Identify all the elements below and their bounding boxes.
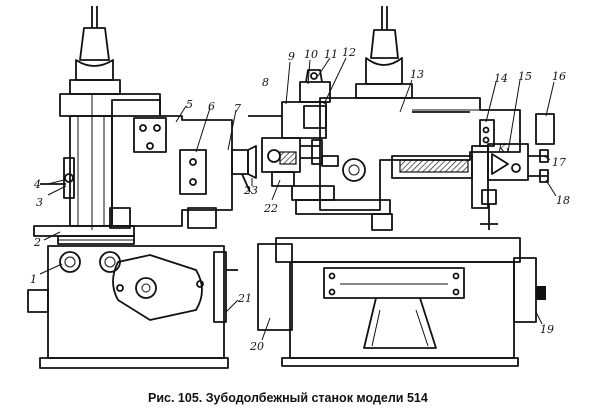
callout-17: 17 bbox=[552, 156, 566, 169]
callout-19: 19 bbox=[540, 323, 554, 336]
right-upper-housing bbox=[319, 97, 521, 211]
callout-18: 18 bbox=[556, 194, 570, 207]
left-column bbox=[40, 115, 113, 227]
left-bed bbox=[27, 245, 238, 369]
callout-7: 7 bbox=[234, 102, 241, 115]
callout-8: 8 bbox=[262, 76, 269, 89]
leader-lines bbox=[39, 57, 557, 341]
callout-9: 9 bbox=[288, 50, 295, 63]
callout-16: 16 bbox=[552, 70, 566, 83]
callout-2: 2 bbox=[33, 236, 41, 249]
callouts: 1 2 3 4 5 6 7 8 9 10 11 12 13 14 15 16 1… bbox=[30, 46, 570, 353]
callout-12: 12 bbox=[342, 46, 356, 59]
feed-mechanism bbox=[391, 113, 555, 230]
left-gear-housing bbox=[109, 99, 257, 229]
callout-22: 22 bbox=[263, 202, 278, 215]
callout-23: 23 bbox=[243, 184, 258, 197]
right-spindle-tower bbox=[355, 6, 413, 99]
callout-1: 1 bbox=[30, 273, 37, 286]
front-view bbox=[248, 6, 555, 367]
callout-10: 10 bbox=[304, 48, 318, 61]
callout-3: 3 bbox=[36, 196, 43, 209]
callout-15: 15 bbox=[518, 70, 532, 83]
callout-21: 21 bbox=[237, 292, 252, 305]
left-table bbox=[33, 225, 135, 245]
callout-11: 11 bbox=[324, 48, 338, 61]
right-bed bbox=[257, 237, 546, 367]
callout-4: 4 bbox=[33, 178, 41, 191]
callout-14: 14 bbox=[494, 72, 508, 85]
work-table bbox=[291, 185, 393, 231]
figure-caption: Рис. 105. Зубодолбежный станок модели 51… bbox=[148, 391, 428, 405]
side-view bbox=[27, 6, 257, 369]
callout-20: 20 bbox=[249, 340, 264, 353]
callout-6: 6 bbox=[208, 100, 215, 113]
cutter-slide bbox=[248, 69, 331, 187]
callout-13: 13 bbox=[410, 68, 424, 81]
callout-5: 5 bbox=[186, 98, 193, 111]
callout-k1: K₁ bbox=[497, 144, 509, 155]
